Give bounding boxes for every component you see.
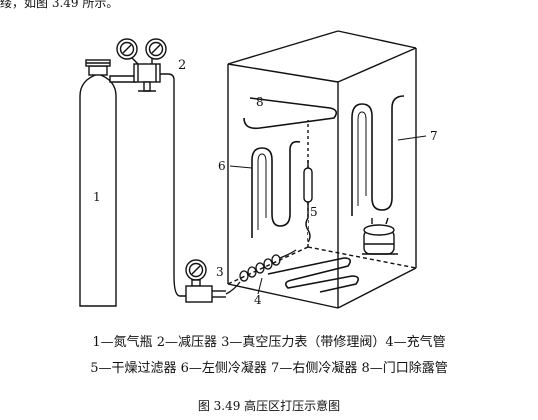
- nitrogen-cylinder: [79, 59, 117, 307]
- legend-line-2: 5—干燥过滤器 6—左侧冷凝器 7—右侧冷凝器 8—门口除露管: [90, 361, 448, 376]
- top-text-fragment: 缕，如图 3.49 所示。: [0, 0, 119, 10]
- label-left-condenser: 6: [218, 159, 226, 173]
- hose: [160, 73, 186, 297]
- pressure-regulator: [109, 38, 167, 92]
- figure-title: 图 3.49 高压区打压示意图: [197, 399, 341, 413]
- label-charge-pipe: 4: [254, 293, 262, 307]
- legend-line-1: 1—氮气瓶 2—减压器 3—真空压力表（带修理阀）4—充气管: [92, 335, 446, 350]
- label-regulator: 2: [178, 58, 186, 73]
- refrigerator-cabinet: [227, 30, 417, 309]
- left-condenser: [251, 140, 301, 238]
- dry-filter: [303, 160, 313, 243]
- diagram-svg: 1 2: [79, 30, 438, 309]
- label-right-condenser: 7: [430, 129, 438, 143]
- vacuum-gauge: [185, 259, 226, 303]
- label-door-pipe: 8: [256, 95, 264, 109]
- label-gauge: 3: [216, 265, 224, 279]
- label-cylinder: 1: [93, 190, 101, 204]
- bottom-coil: [267, 257, 360, 293]
- compressor-icon: [362, 217, 398, 255]
- right-condenser: [351, 95, 405, 216]
- door-dew-pipe: [243, 97, 338, 130]
- charging-pipe: [225, 249, 297, 295]
- label-filter: 5: [310, 205, 318, 219]
